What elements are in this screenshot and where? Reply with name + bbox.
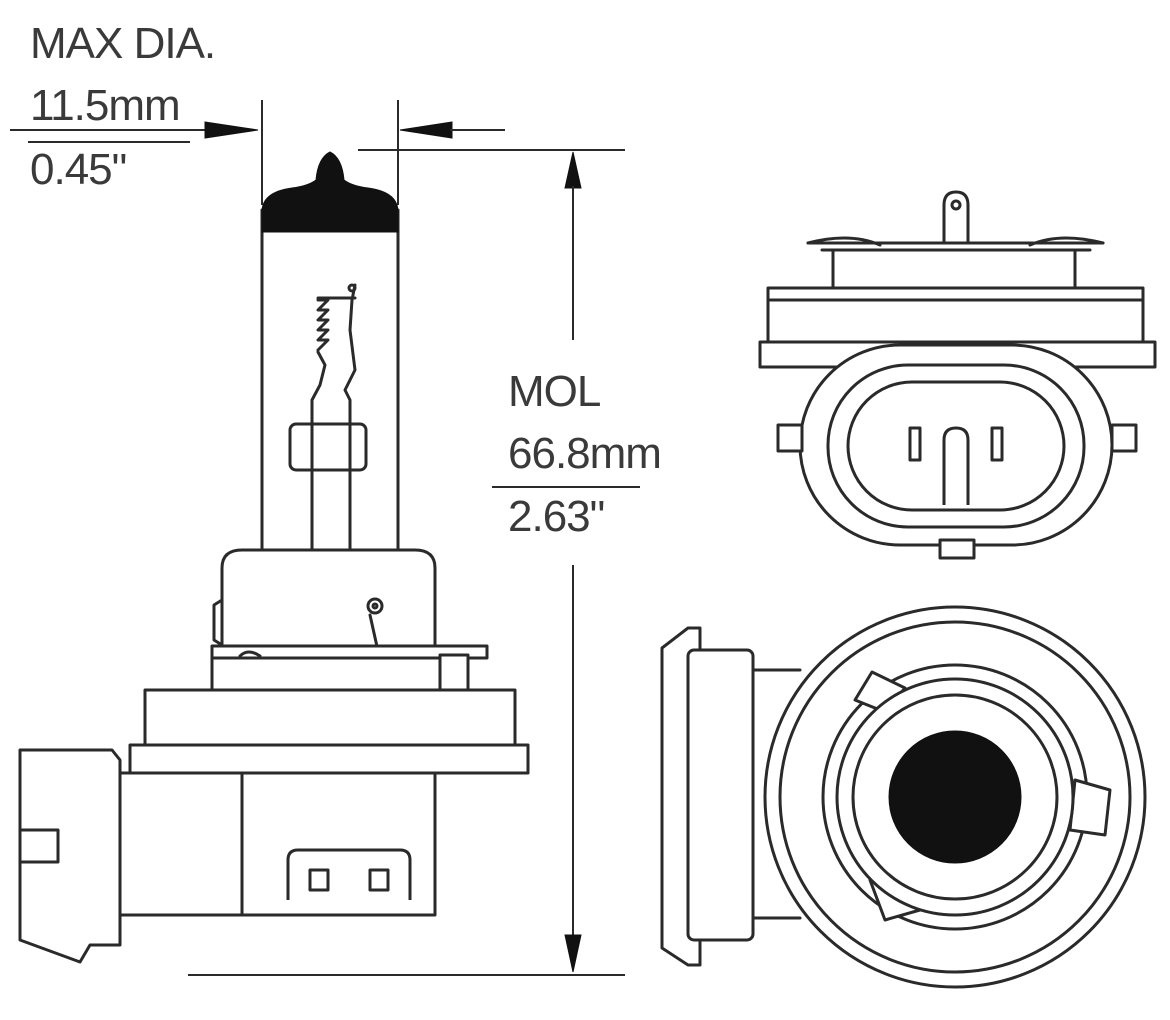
bulb-top-view xyxy=(758,190,1157,560)
mol-imperial: 2.63" xyxy=(508,492,605,541)
mol-metric: 66.8mm xyxy=(508,429,662,478)
max-dia-title: MAX DIA. xyxy=(30,19,216,68)
max-dia-metric: 11.5mm xyxy=(30,81,181,130)
bulb-end-view xyxy=(660,605,1147,989)
bulb-side-view xyxy=(18,151,530,964)
mol-title: MOL xyxy=(508,367,601,416)
mol-dimension xyxy=(188,149,640,976)
max-dia-imperial: 0.45" xyxy=(30,145,127,194)
max-dia-dimension xyxy=(10,100,505,205)
